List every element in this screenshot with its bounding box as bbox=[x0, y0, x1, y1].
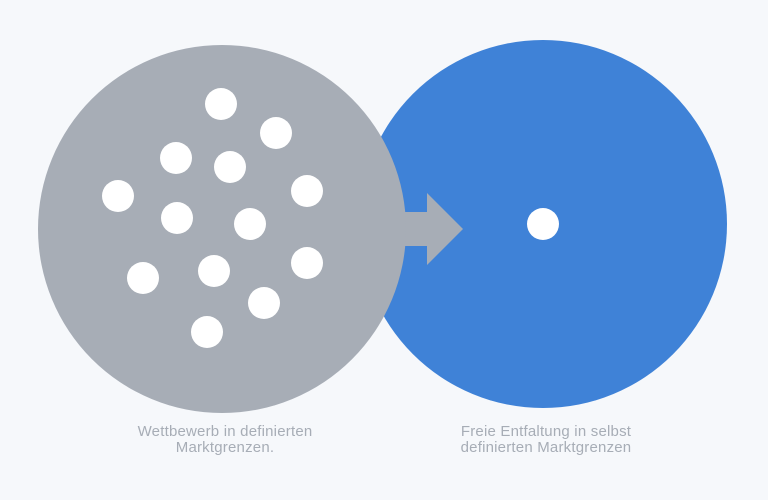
left-dot bbox=[260, 117, 292, 149]
left-dot bbox=[291, 175, 323, 207]
left-dot bbox=[127, 262, 159, 294]
left-dot bbox=[234, 208, 266, 240]
right-dot bbox=[527, 208, 559, 240]
left-dot bbox=[198, 255, 230, 287]
left-circle bbox=[38, 45, 406, 413]
arrow-right-icon bbox=[395, 193, 463, 265]
right-dots-group bbox=[527, 208, 559, 240]
left-dot bbox=[161, 202, 193, 234]
left-dot bbox=[160, 142, 192, 174]
left-caption-line2: Marktgrenzen. bbox=[175, 439, 275, 456]
left-dot bbox=[191, 316, 223, 348]
right-caption-line2: definierten Marktgrenzen bbox=[460, 439, 632, 456]
right-caption-line1: Freie Entfaltung in selbst bbox=[460, 423, 632, 440]
left-dot bbox=[291, 247, 323, 279]
left-caption: Wettbewerb in definierten Marktgrenzen. bbox=[75, 424, 375, 456]
left-dot bbox=[205, 88, 237, 120]
left-dots-group bbox=[102, 88, 323, 348]
left-dot bbox=[214, 151, 246, 183]
left-dot bbox=[248, 287, 280, 319]
left-dot bbox=[102, 180, 134, 212]
right-caption: Freie Entfaltung in selbst definierten M… bbox=[396, 424, 696, 456]
left-caption-line1: Wettbewerb in definierten bbox=[137, 423, 313, 440]
